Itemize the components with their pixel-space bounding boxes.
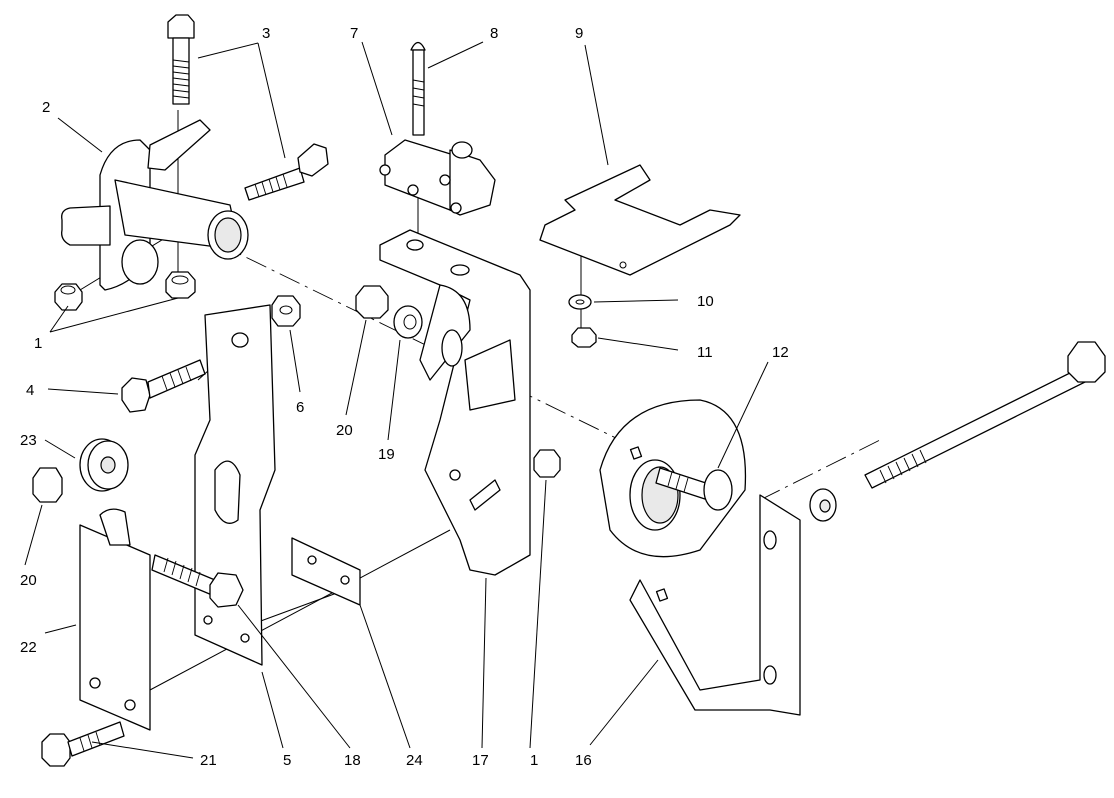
cap-screw-horizontal xyxy=(244,143,329,201)
flat-washer-right xyxy=(809,488,837,522)
callout-10: 10 xyxy=(697,293,714,310)
hex-nut-left-2 xyxy=(165,271,196,299)
cap-screw-18 xyxy=(151,554,244,608)
callout-22: 22 xyxy=(20,639,37,656)
callout-5: 5 xyxy=(283,752,291,769)
hex-nut-upper xyxy=(355,285,389,319)
callout-4: 4 xyxy=(26,382,34,399)
link-plate xyxy=(194,304,276,666)
callout-2: 2 xyxy=(42,99,50,116)
callout-16: 16 xyxy=(575,752,592,769)
callout-21: 21 xyxy=(200,752,217,769)
cap-screw-vertical xyxy=(167,14,195,105)
callout-1b: 1 xyxy=(530,752,538,769)
hex-nut-center xyxy=(533,449,561,478)
clevis-pin xyxy=(655,467,733,511)
hex-nut-6 xyxy=(271,295,301,327)
callout-1a: 1 xyxy=(34,335,42,352)
callout-6: 6 xyxy=(296,399,304,416)
lock-washer xyxy=(568,294,592,310)
callout-18: 18 xyxy=(344,752,361,769)
callout-7: 7 xyxy=(350,25,358,42)
mounting-bracket xyxy=(379,229,531,576)
switch-assembly xyxy=(379,139,496,216)
callout-3: 3 xyxy=(262,25,270,42)
spacer-bushing xyxy=(79,438,129,492)
hex-nut-left-1 xyxy=(54,283,83,311)
lower-link xyxy=(79,508,151,731)
callout-9: 9 xyxy=(575,25,583,42)
long-cap-screw xyxy=(864,341,1106,489)
callout-24: 24 xyxy=(406,752,423,769)
switch-screw xyxy=(410,41,426,136)
callout-12: 12 xyxy=(772,344,789,361)
callout-20a: 20 xyxy=(336,422,353,439)
flat-washer-upper xyxy=(393,305,423,339)
callout-8: 8 xyxy=(490,25,498,42)
actuator-plate xyxy=(539,164,741,276)
callout-11: 11 xyxy=(697,344,713,361)
callout-23: 23 xyxy=(20,432,37,449)
callout-labels: 1 2 3 4 5 6 7 8 9 10 11 12 16 17 18 19 2… xyxy=(20,25,789,769)
callout-19: 19 xyxy=(378,446,395,463)
hex-nut-small xyxy=(571,327,597,348)
callout-20b: 20 xyxy=(20,572,37,589)
hex-nut-left-20 xyxy=(32,467,63,503)
cap-screw-21 xyxy=(41,721,125,767)
side-bracket xyxy=(599,399,801,716)
spacer-plate xyxy=(291,537,361,606)
callout-17: 17 xyxy=(472,752,489,769)
pivot-bracket xyxy=(61,119,249,291)
leader-lines xyxy=(24,41,769,759)
cap-screw-4 xyxy=(121,359,206,413)
